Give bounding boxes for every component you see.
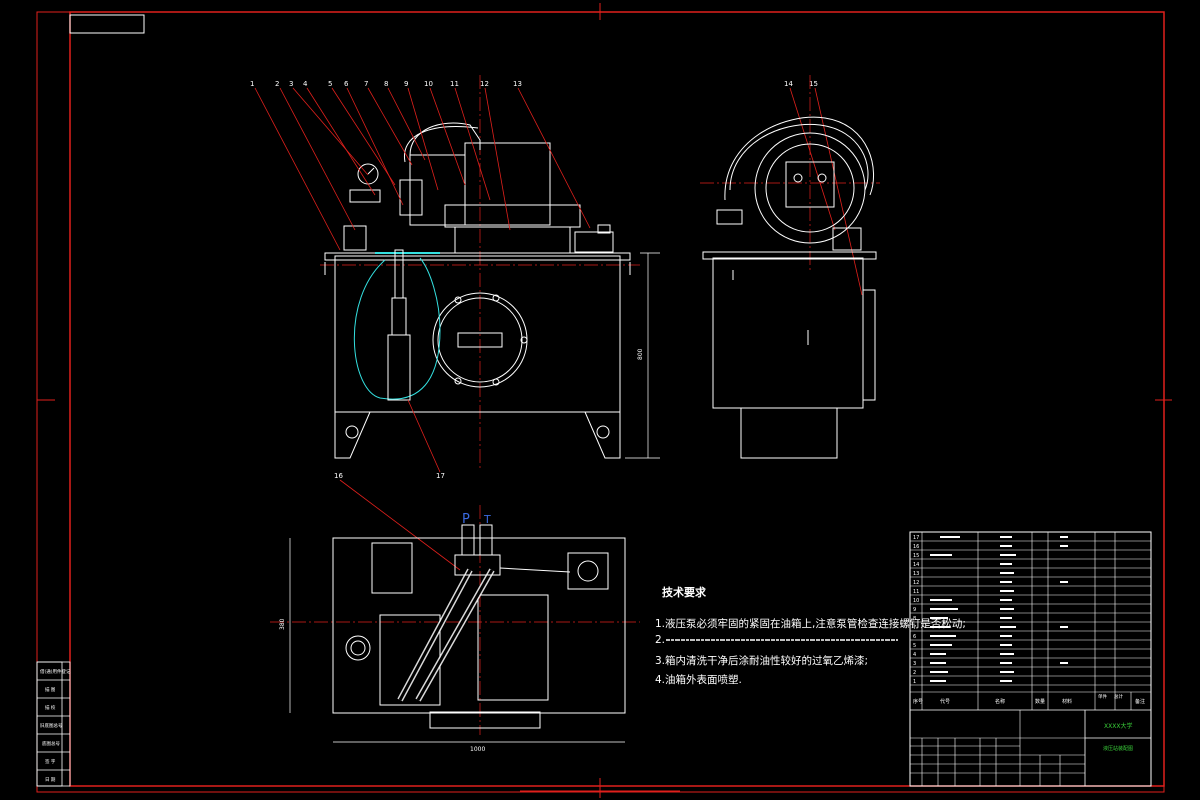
- bom-row-number: 16: [913, 544, 919, 550]
- drawing-name: 液压站装配图: [1103, 745, 1133, 752]
- part-number: 9: [404, 80, 408, 88]
- part-number: 12: [480, 80, 489, 88]
- bom-row-number: 2: [913, 670, 916, 676]
- tech-req-item-4: 4.油箱外表面喷塑.: [655, 673, 742, 686]
- bom-header-cell: 单件: [1098, 693, 1107, 700]
- part-number: 1: [250, 80, 254, 88]
- bom-row-numbers: 17 16 15 14 13 12 11 10 9 8 7 6 5 4 3 2 …: [913, 535, 919, 685]
- part-number: 13: [513, 80, 522, 88]
- title-block: 17 16 15 14 13 12 11 10 9 8 7 6 5 4 3 2 …: [909, 531, 1152, 787]
- bom-header-cell: 代号: [940, 698, 950, 705]
- bom-row-number: 11: [913, 589, 919, 595]
- part-number: 8: [384, 80, 388, 88]
- dim-height: 800: [637, 348, 644, 360]
- margin-label-2: 描 校: [45, 704, 56, 711]
- bom-row-number: 17: [913, 535, 919, 541]
- bom-cell-fill: [930, 536, 1068, 682]
- side-view: [700, 75, 880, 459]
- margin-label-0: 借(通)用件登记: [40, 668, 71, 675]
- part-number: 17: [436, 472, 445, 480]
- part-number: 10: [424, 80, 433, 88]
- left-margin-stamps: 借(通)用件登记 描 图 描 校 旧底图总号 底图总号 签 字 日 期: [36, 661, 71, 787]
- bom-row-number: 9: [913, 607, 916, 613]
- bom-row-number: 6: [913, 634, 916, 640]
- bom-row-number: 10: [913, 598, 919, 604]
- title-block-lower: XXXX大学 液压站装配图: [910, 710, 1151, 786]
- sheet-frame: [36, 3, 1172, 798]
- tech-req-item-3: 3.箱内清洗干净后涂耐油性较好的过氧乙烯漆;: [655, 654, 868, 667]
- part-numbers: 1 2 3 4 5 6 7 8 9 10 11 12 13 14 15 16 1…: [250, 80, 818, 480]
- school-name: XXXX大学: [1104, 722, 1132, 730]
- dim-depth: 380: [279, 618, 286, 630]
- bom-header-cell: 备注: [1135, 698, 1145, 705]
- bom-grid: [910, 532, 1151, 711]
- part-number: 16: [334, 472, 343, 480]
- part-number: 15: [809, 80, 818, 88]
- tech-req-item-1: 1.液压泵必须牢固的紧固在油箱上,注意泵管检查连接螺钉是否松动;: [655, 617, 966, 630]
- bom-header-cell: 总计: [1114, 693, 1123, 700]
- bom-row-number: 1: [913, 679, 916, 685]
- bom-header: 序号 代号 名称 数量 材料 单件 总计 备注: [913, 693, 1145, 705]
- part-number: 14: [784, 80, 793, 88]
- port-label-p: P: [462, 512, 470, 527]
- bom-row-number: 14: [913, 562, 919, 568]
- bom-row-number: 4: [913, 652, 916, 658]
- part-number: 11: [450, 80, 459, 88]
- margin-label-3: 旧底图总号: [40, 722, 63, 729]
- dim-width: 1000: [470, 746, 485, 753]
- bom-header-cell: 数量: [1035, 698, 1045, 705]
- bom-row-number: 7: [913, 625, 916, 631]
- part-number: 3: [289, 80, 293, 88]
- technical-requirements: 技术要求 1.液压泵必须牢固的紧固在油箱上,注意泵管检查连接螺钉是否松动; 2.…: [655, 585, 966, 686]
- leader-lines: [254, 87, 863, 571]
- bom-row-number: 8: [913, 616, 916, 622]
- part-number: 4: [303, 80, 308, 88]
- bom-header-cell: 序号: [913, 698, 923, 705]
- part-number: 7: [364, 80, 368, 88]
- margin-label-5: 签 字: [45, 758, 56, 765]
- bom-header-cell: 名称: [995, 698, 1005, 705]
- part-number: 2: [275, 80, 279, 88]
- bom-header-cell: 材料: [1062, 698, 1072, 705]
- front-view: 800: [320, 75, 660, 470]
- tech-req-item-2: 2.: [655, 634, 665, 646]
- top-view: P T 380 1000: [270, 505, 640, 753]
- bom-row-number: 15: [913, 553, 919, 559]
- bom-row-number: 12: [913, 580, 919, 586]
- margin-label-1: 描 图: [45, 686, 56, 693]
- bom-row-number: 13: [913, 571, 919, 577]
- bom-row-number: 3: [913, 661, 916, 667]
- part-number: 5: [328, 80, 332, 88]
- part-number: 6: [344, 80, 349, 88]
- margin-label-4: 底图总号: [42, 740, 60, 747]
- margin-label-6: 日 期: [45, 777, 56, 783]
- bottom-scale: [520, 785, 680, 792]
- tech-req-title: 技术要求: [662, 585, 707, 599]
- bom-row-number: 5: [913, 643, 916, 649]
- port-label-t: T: [483, 513, 491, 526]
